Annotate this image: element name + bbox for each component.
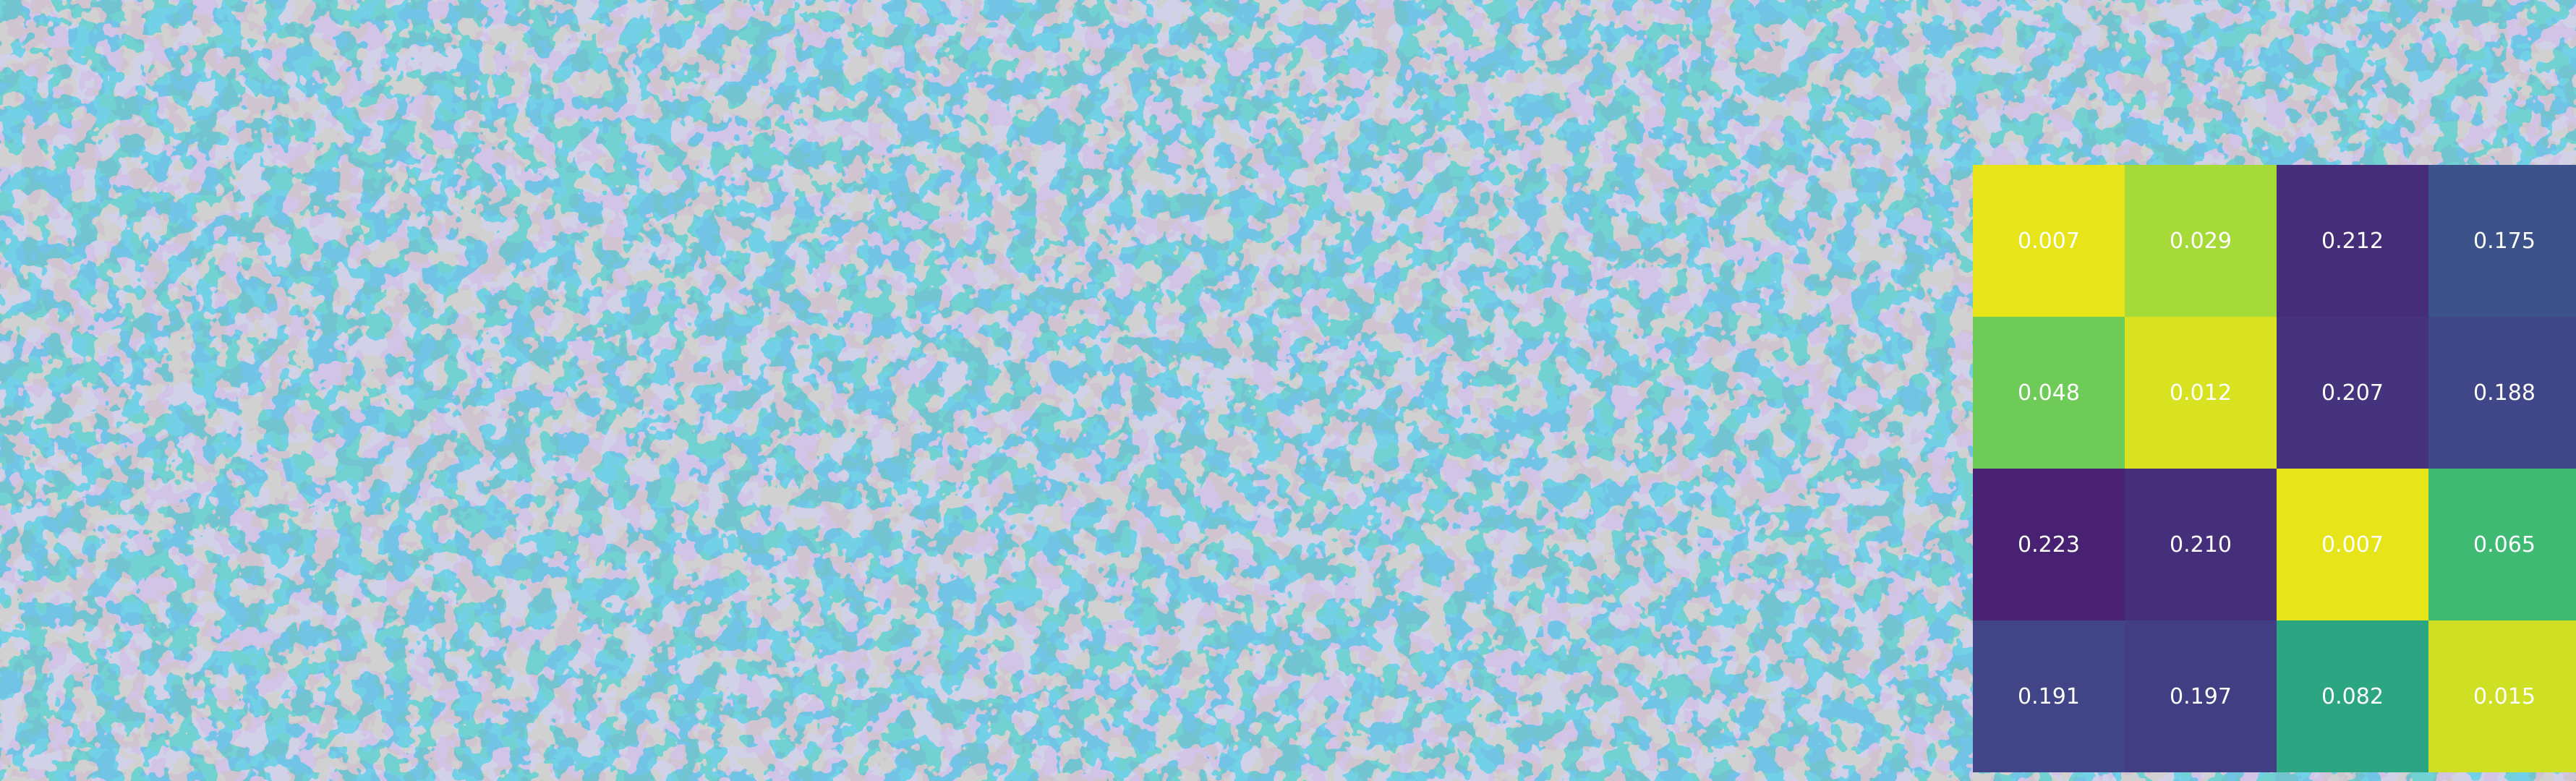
heatmap-cell bbox=[2277, 165, 2428, 317]
z3-label: z3 bbox=[1420, 456, 1464, 515]
heatmap-cell-value: 0.223 bbox=[2018, 532, 2080, 558]
arrow-theta3-to-y3 bbox=[310, 482, 741, 533]
row-thumbnail-image bbox=[1821, 165, 1973, 317]
theta2-label: θ2 bbox=[108, 291, 155, 350]
heatmap-cell-value: 0.015 bbox=[2473, 684, 2536, 709]
observable-set-y3 bbox=[741, 436, 916, 641]
arrow-theta2-to-y2 bbox=[213, 307, 654, 376]
panel-a: a Forward model Embedding model bbox=[0, 0, 1641, 768]
similarity-heatmap: 0.007 0.029 0.212 0.175 0.048 0.012 0.207 0.188… bbox=[1973, 165, 2576, 772]
heatmap-cell bbox=[1973, 165, 2125, 317]
arrow-y1-to-z1 bbox=[943, 127, 1360, 179]
heatmap-cell bbox=[2125, 317, 2277, 469]
heatmap-cell-value: 0.048 bbox=[2018, 380, 2080, 406]
heatmap-cell-value: 0.007 bbox=[2321, 532, 2384, 558]
column-thumbnail-image bbox=[2125, 16, 2277, 165]
heatmap-cell bbox=[1973, 620, 2125, 772]
heatmap-cell bbox=[2428, 620, 2576, 772]
z2-label: z2 bbox=[1337, 287, 1381, 346]
y3-label: y3 bbox=[844, 396, 892, 455]
panel-b-letter: b bbox=[1766, 0, 1814, 74]
z1-node bbox=[1360, 164, 1402, 206]
arrow-theta1-to-y1 bbox=[292, 124, 781, 189]
column-thumbnails bbox=[1973, 16, 2576, 165]
heatmap-cell-value: 0.212 bbox=[2321, 229, 2384, 254]
column-thumbnail-image bbox=[2277, 16, 2428, 165]
heatmap-cell-value: 0.175 bbox=[2473, 229, 2536, 254]
causal-space-caption: Causal space bbox=[116, 721, 385, 768]
observable-set-y2 bbox=[654, 282, 799, 434]
column-thumbnail-image bbox=[2428, 16, 2576, 165]
z3-node bbox=[1381, 507, 1423, 549]
heatmap-cell bbox=[2125, 620, 2277, 772]
observable-set-y1 bbox=[781, 101, 955, 297]
forward-model-header: Forward model bbox=[380, 3, 636, 42]
row-thumbnail-image bbox=[1821, 620, 1973, 772]
theta2-node bbox=[167, 350, 209, 392]
heatmap-cell-value: 0.207 bbox=[2321, 380, 2384, 406]
heatmap-cell-value: 0.012 bbox=[2170, 380, 2232, 406]
theta1-node bbox=[245, 172, 287, 214]
heatmap-cell-value: 0.210 bbox=[2170, 532, 2232, 558]
observable-space-ellipse bbox=[602, 51, 1046, 738]
heatmap-cell-value: 0.197 bbox=[2170, 684, 2232, 709]
heatmap-cell bbox=[1973, 469, 2125, 620]
theta1-label: θ1 bbox=[181, 132, 228, 191]
heatmap-cell-value: 0.191 bbox=[2018, 684, 2080, 709]
heatmap-cell bbox=[2428, 317, 2576, 469]
heatmap-cell-value: 0.082 bbox=[2321, 684, 2384, 709]
z1-label: z1 bbox=[1391, 108, 1436, 168]
arrow-y3-to-z3 bbox=[907, 474, 1370, 522]
row-thumbnails bbox=[1821, 165, 1973, 772]
y1-label: y1 bbox=[775, 45, 823, 104]
causal-space-ellipse bbox=[58, 76, 456, 756]
theta3-node bbox=[265, 508, 307, 550]
row-thumbnail-image bbox=[1821, 317, 1973, 469]
heatmap-cell-value: 0.007 bbox=[2018, 229, 2080, 254]
heatmap-cell-value: 0.188 bbox=[2473, 380, 2536, 406]
column-thumbnail-image bbox=[1973, 16, 2125, 165]
heatmap-cell bbox=[2277, 620, 2428, 772]
theta3-label: θ3 bbox=[216, 464, 263, 524]
invariant-representation-caption: Invariant representation bbox=[1137, 721, 1641, 768]
heatmap-cell bbox=[2125, 469, 2277, 620]
arrow-y2-to-z2 bbox=[795, 302, 1280, 353]
heatmap-cell bbox=[2277, 469, 2428, 620]
heatmap-cell bbox=[2277, 317, 2428, 469]
observable-space-caption: Observable space bbox=[629, 721, 993, 768]
heatmap-cell bbox=[2428, 165, 2576, 317]
heatmap-cell bbox=[2125, 165, 2277, 317]
y2-label: y2 bbox=[641, 222, 689, 281]
z2-node bbox=[1281, 341, 1323, 383]
row-thumbnail-image bbox=[1821, 469, 1973, 620]
heatmap-cell bbox=[1973, 317, 2125, 469]
heatmap-cell bbox=[2428, 469, 2576, 620]
panel-b: b 0.007 0.029 0.212 0.175 0.048 0.012 0.207 0.1… bbox=[1766, 0, 2576, 772]
heatmap-cell-value: 0.029 bbox=[2170, 229, 2232, 254]
panel-a-letter: a bbox=[0, 0, 45, 74]
embedding-model-header: Embedding model bbox=[955, 3, 1261, 42]
heatmap-cell-value: 0.065 bbox=[2473, 532, 2536, 558]
invariant-representation-ellipse bbox=[1210, 76, 1596, 756]
